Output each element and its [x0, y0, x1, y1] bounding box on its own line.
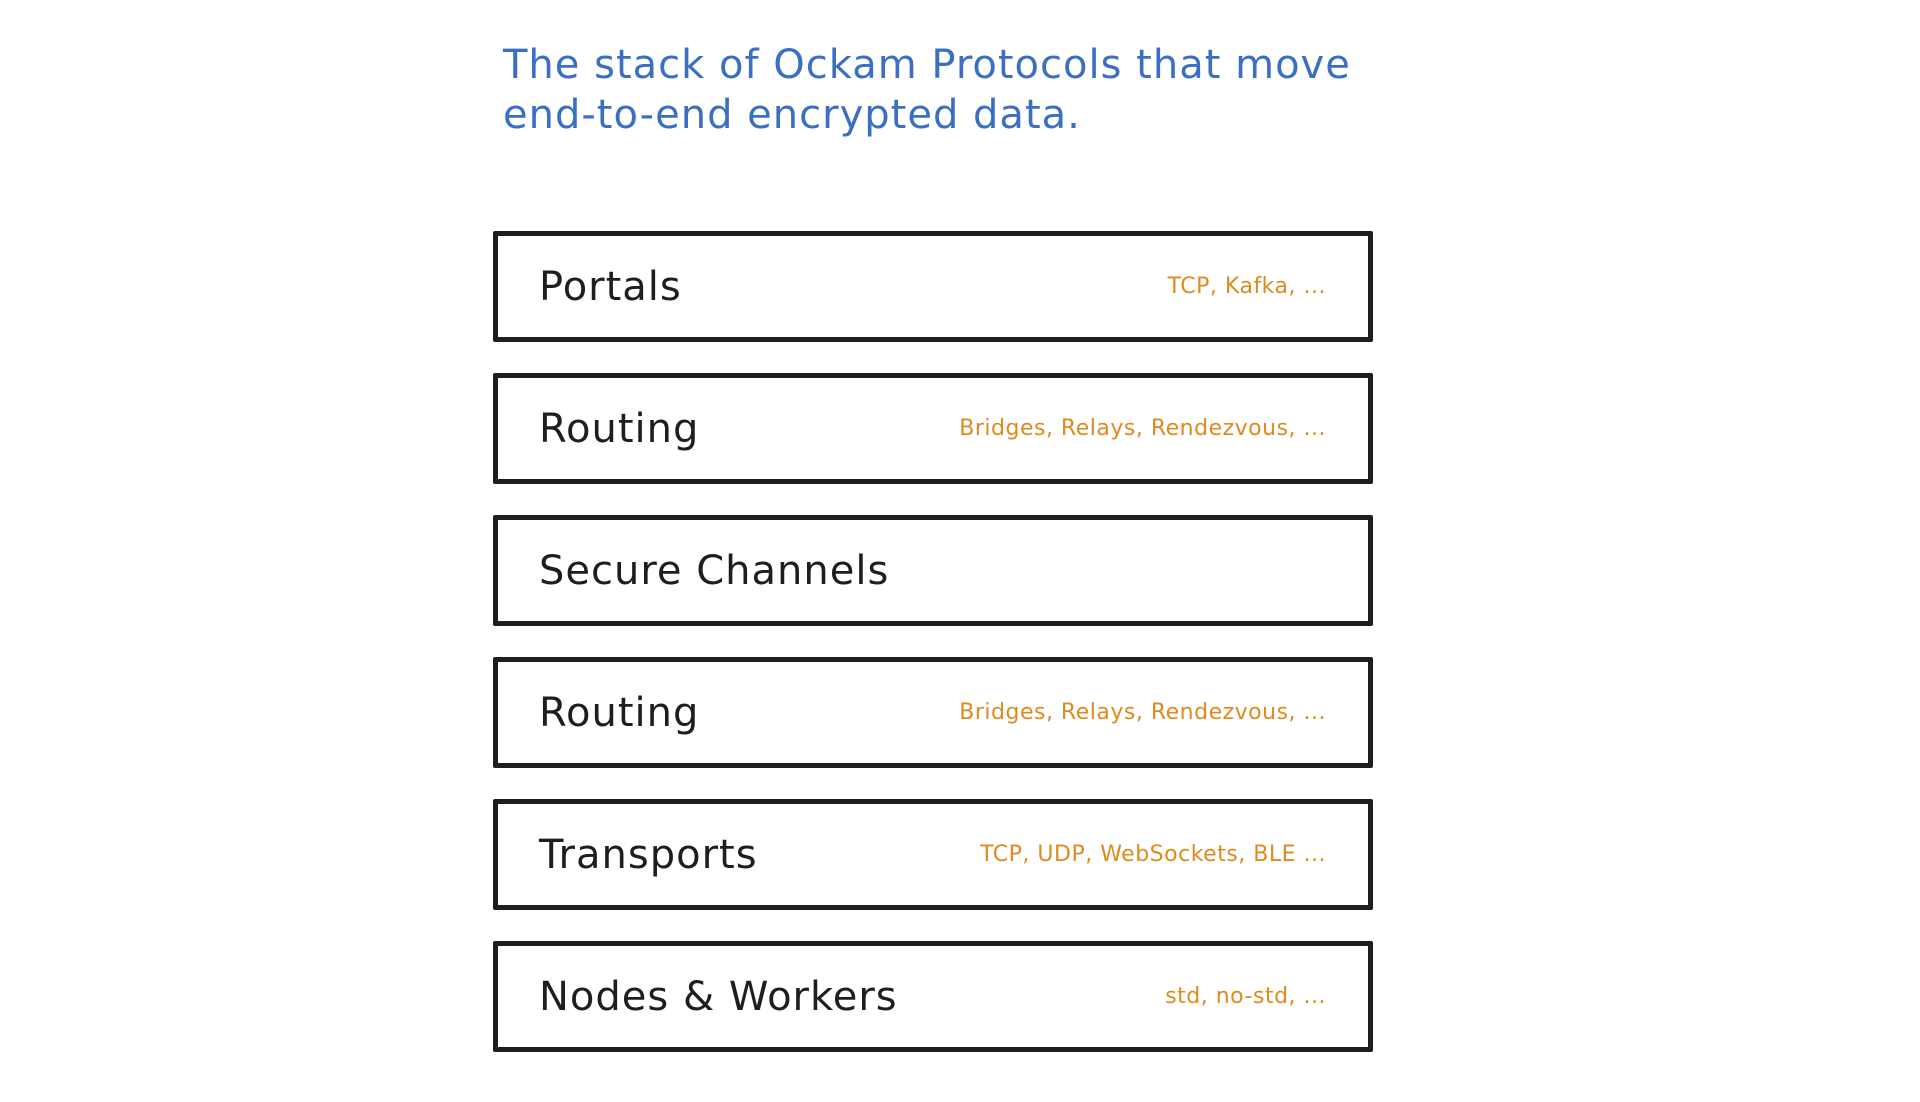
layer-routing-lower: Routing Bridges, Relays, Rendezvous, ...	[493, 657, 1373, 768]
protocol-stack: Portals TCP, Kafka, ... Routing Bridges,…	[493, 231, 1373, 1052]
layer-transports: Transports TCP, UDP, WebSockets, BLE ...	[493, 799, 1373, 910]
layer-nodes-workers: Nodes & Workers std, no-std, ...	[493, 941, 1373, 1052]
layer-name: Secure Channels	[539, 547, 890, 594]
layer-name: Routing	[539, 689, 700, 736]
layer-routing-upper: Routing Bridges, Relays, Rendezvous, ...	[493, 373, 1373, 484]
layer-name: Transports	[539, 831, 758, 878]
title-line-2: end-to-end encrypted data.	[503, 92, 1081, 138]
layer-examples: std, no-std, ...	[1165, 984, 1326, 1009]
layer-portals: Portals TCP, Kafka, ...	[493, 231, 1373, 342]
layer-examples: Bridges, Relays, Rendezvous, ...	[959, 416, 1326, 441]
layer-examples: TCP, UDP, WebSockets, BLE ...	[980, 842, 1326, 867]
layer-examples: Bridges, Relays, Rendezvous, ...	[959, 700, 1326, 725]
layer-examples: TCP, Kafka, ...	[1167, 274, 1326, 299]
title-line-1: The stack of Ockam Protocols that move	[503, 42, 1351, 88]
layer-name: Nodes & Workers	[539, 973, 898, 1020]
layer-secure-channels: Secure Channels	[493, 515, 1373, 626]
diagram-title: The stack of Ockam Protocols that move e…	[503, 40, 1403, 140]
layer-name: Routing	[539, 405, 700, 452]
layer-name: Portals	[539, 263, 682, 310]
